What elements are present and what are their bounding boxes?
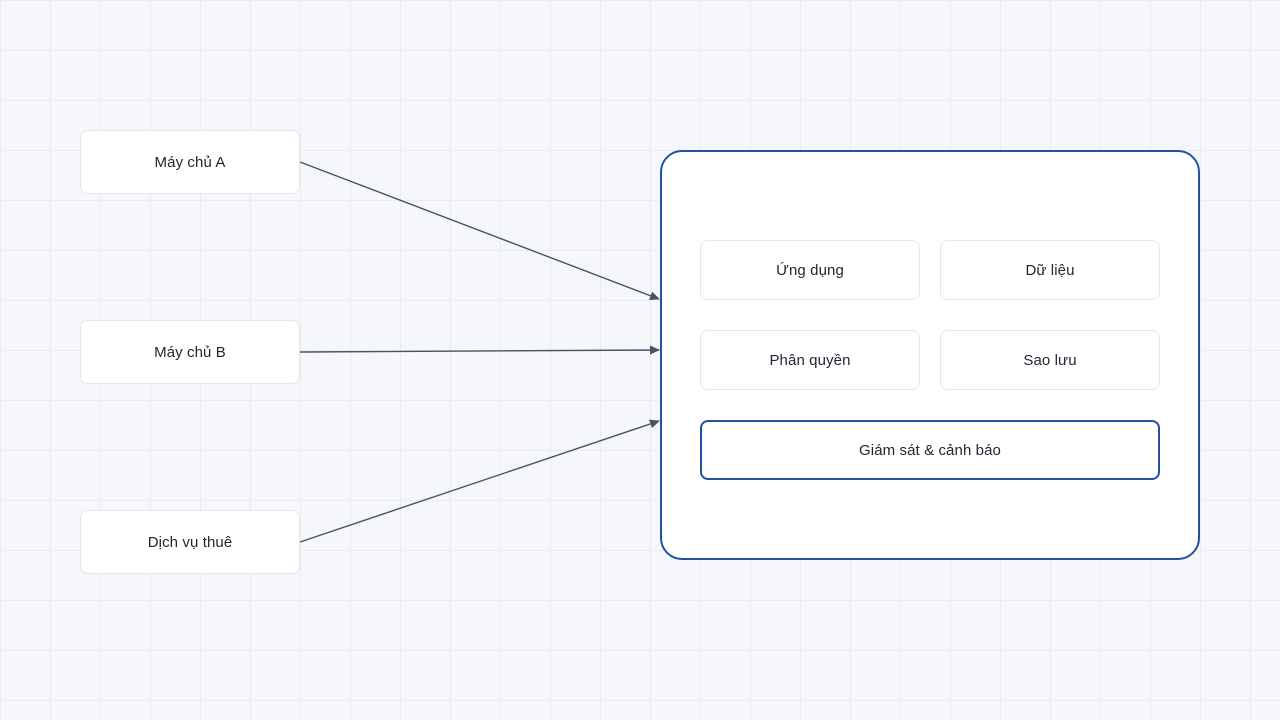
module-application[interactable]: Ứng dụng [700,240,920,300]
module-permissions[interactable]: Phân quyền [700,330,920,390]
arrow-server-a-to-platform [299,161,660,300]
module-monitoring-alerts[interactable]: Giám sát & cảnh báo [700,420,1160,480]
arrow-rental-service-to-platform [299,419,660,543]
module-backup[interactable]: Sao lưu [940,330,1160,390]
module-data[interactable]: Dữ liệu [940,240,1160,300]
module-data-label: Dữ liệu [1025,261,1075,279]
server-a-label: Máy chủ A [154,153,226,171]
server-b-label: Máy chủ B [154,343,226,361]
server-a-node[interactable]: Máy chủ A [80,130,300,194]
module-monitoring-label: Giám sát & cảnh báo [859,441,1001,459]
rental-service-label: Dịch vụ thuê [147,533,233,551]
module-application-label: Ứng dụng [776,261,844,279]
module-permissions-label: Phân quyền [769,351,851,369]
rental-service-node[interactable]: Dịch vụ thuê [80,510,300,574]
module-backup-label: Sao lưu [1023,351,1077,369]
arrow-server-b-to-platform [299,345,660,355]
server-b-node[interactable]: Máy chủ B [80,320,300,384]
